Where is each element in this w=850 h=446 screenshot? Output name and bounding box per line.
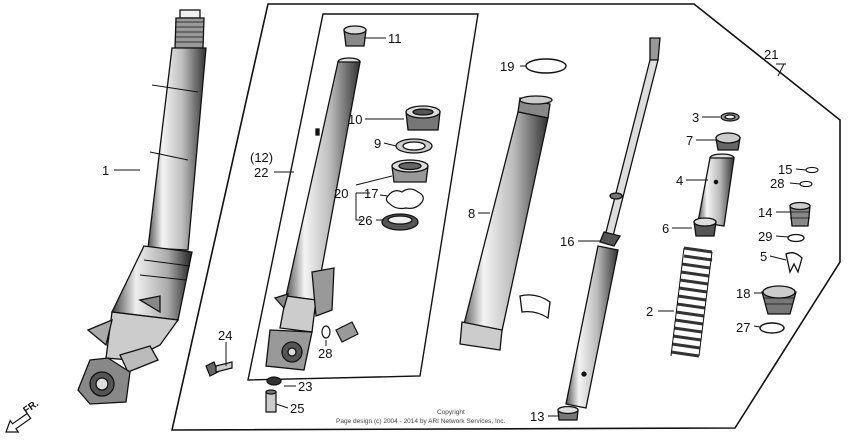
callout-20: 20 [334,186,348,201]
copyright-notice: Page design (c) 2004 - 2014 by ARI Netwo… [336,418,506,425]
callout-3: 3 [692,110,699,125]
spacer-part-4 [697,153,735,227]
adjuster-part-14 [789,201,811,227]
fork-slider-part-22 [265,57,361,371]
callout-15: 15 [778,162,792,177]
callout-10: 10 [348,112,362,127]
screw-part-15 [805,166,819,174]
callout-23: 23 [298,379,312,394]
front-direction-label: FR. [21,398,41,416]
callout-labels: 1 2 3 4 5 6 7 8 9 10 11 (12) 13 14 15 16… [102,31,792,424]
drain-bolt [335,321,359,343]
assembly-outline-12 [247,13,479,381]
callout-22: 22 [254,165,268,180]
washer-part-23 [266,376,282,386]
callout-6: 6 [662,221,669,236]
callout-17: 17 [364,186,378,201]
callout-14: 14 [758,205,772,220]
bushing-ring-part-17 [385,188,424,210]
ring-part-3 [720,112,740,122]
callout-1: 1 [102,163,109,178]
spring-seat-part-6 [693,217,717,237]
callout-28-inner: 28 [318,346,332,361]
o-ring-part-29 [787,233,805,243]
oil-seal-part-10 [405,105,441,131]
guide-bushing-part-26 [381,213,419,231]
callout-16: 16 [560,234,574,249]
callout-28-right: 28 [770,176,784,191]
copyright-title: Copyright [437,409,465,416]
fork-cap-part-18 [761,285,797,315]
callout-21: 21 [764,47,778,62]
o-ring-part-28-right [799,180,813,188]
o-ring-part-28-inner [321,325,331,339]
callout-11: 11 [388,31,402,46]
callout-8: 8 [468,206,475,221]
clip-part-5 [785,252,803,274]
callout-18: 18 [736,286,750,301]
slider-bushing-part-20 [391,159,429,183]
front-direction-arrow-icon [5,412,32,433]
fork-assembly-part-1 [77,9,207,405]
callout-5: 5 [760,249,767,264]
callout-29: 29 [758,229,772,244]
back-up-ring-part-9 [395,138,433,154]
fork-tube-part-8 [459,95,553,351]
dust-seal-part-11 [343,25,367,47]
bolt-part-24 [205,361,233,377]
callout-26: 26 [358,213,372,228]
leader-lines [114,37,807,417]
callout-12: (12) [250,150,273,165]
damper-rod-part-16 [565,37,661,409]
callout-4: 4 [676,173,683,188]
callout-27: 27 [736,320,750,335]
seal-part-7 [715,132,741,151]
snap-ring-part-19 [525,58,567,74]
callout-19: 19 [500,59,514,74]
callout-2: 2 [646,304,653,319]
assembly-outline-21 [170,3,841,431]
fork-spring-part-2 [670,246,713,358]
callout-13: 13 [530,409,544,424]
callout-25: 25 [290,401,304,416]
callout-24: 24 [218,328,232,343]
o-ring-part-27 [759,322,785,334]
socket-bolt-part-25 [265,389,277,413]
callout-9: 9 [374,136,381,151]
lock-ring-part-13 [557,405,579,421]
callout-7: 7 [686,133,693,148]
